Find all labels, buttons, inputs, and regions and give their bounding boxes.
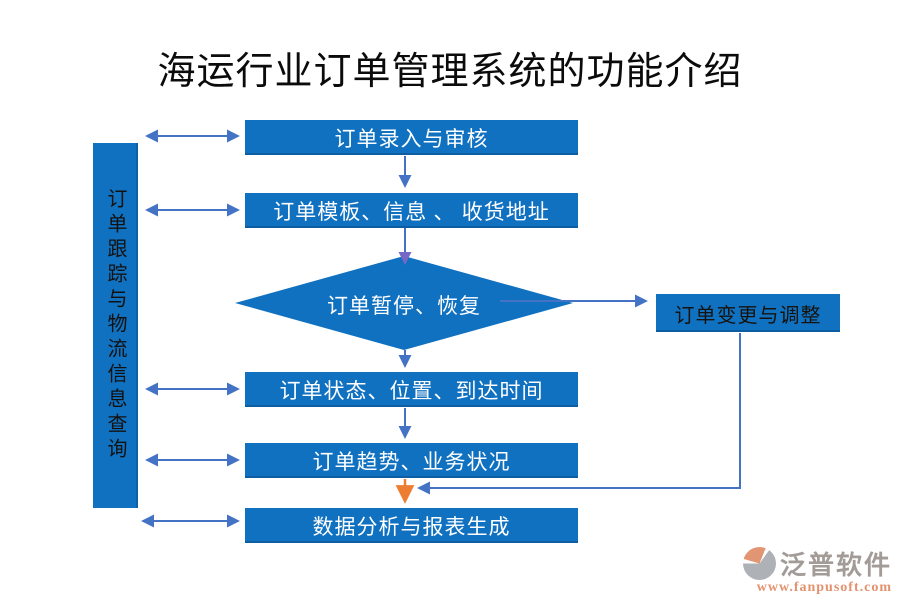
flow-box-order-status: 订单状态、位置、到达时间 <box>245 372 578 407</box>
flow-box-order-status-label: 订单状态、位置、到达时间 <box>279 378 544 403</box>
decision-diamond-shape <box>235 256 573 350</box>
fanpu-brand-name: 泛普软件 <box>779 551 892 580</box>
decision-diamond-label: 订单暂停、恢复 <box>327 294 481 318</box>
flow-box-order-trend-label: 订单趋势、业务状况 <box>312 449 511 474</box>
fanpu-watermark: 泛普软件 www.fanpusoft.com <box>742 545 892 596</box>
sidebar-tracking-label: 订单跟踪与物流信息查询 <box>104 188 126 463</box>
page-title: 海运行业订单管理系统的功能介绍 <box>157 51 743 93</box>
flow-box-order-trend: 订单趋势、业务状况 <box>245 443 578 478</box>
flow-box-order-template: 订单模板、信息 、 收货地址 <box>245 193 578 228</box>
flow-box-data-analysis-label: 数据分析与报表生成 <box>312 514 511 539</box>
connector-sidebox-box6 <box>417 333 741 495</box>
flow-box-order-change: 订单变更与调整 <box>656 294 840 332</box>
flow-box-order-entry-label: 订单录入与审核 <box>334 126 489 151</box>
flow-box-order-change-label: 订单变更与调整 <box>674 304 822 327</box>
fanpu-url: www.fanpusoft.com <box>756 580 892 595</box>
sidebar-tracking-bar: 订单跟踪与物流信息查询 <box>93 143 138 508</box>
flow-box-order-template-label: 订单模板、信息 、 收货地址 <box>273 199 550 224</box>
flow-box-data-analysis: 数据分析与报表生成 <box>245 508 578 543</box>
flow-box-order-entry: 订单录入与审核 <box>245 120 578 155</box>
fanpu-logo-icon <box>742 547 776 580</box>
